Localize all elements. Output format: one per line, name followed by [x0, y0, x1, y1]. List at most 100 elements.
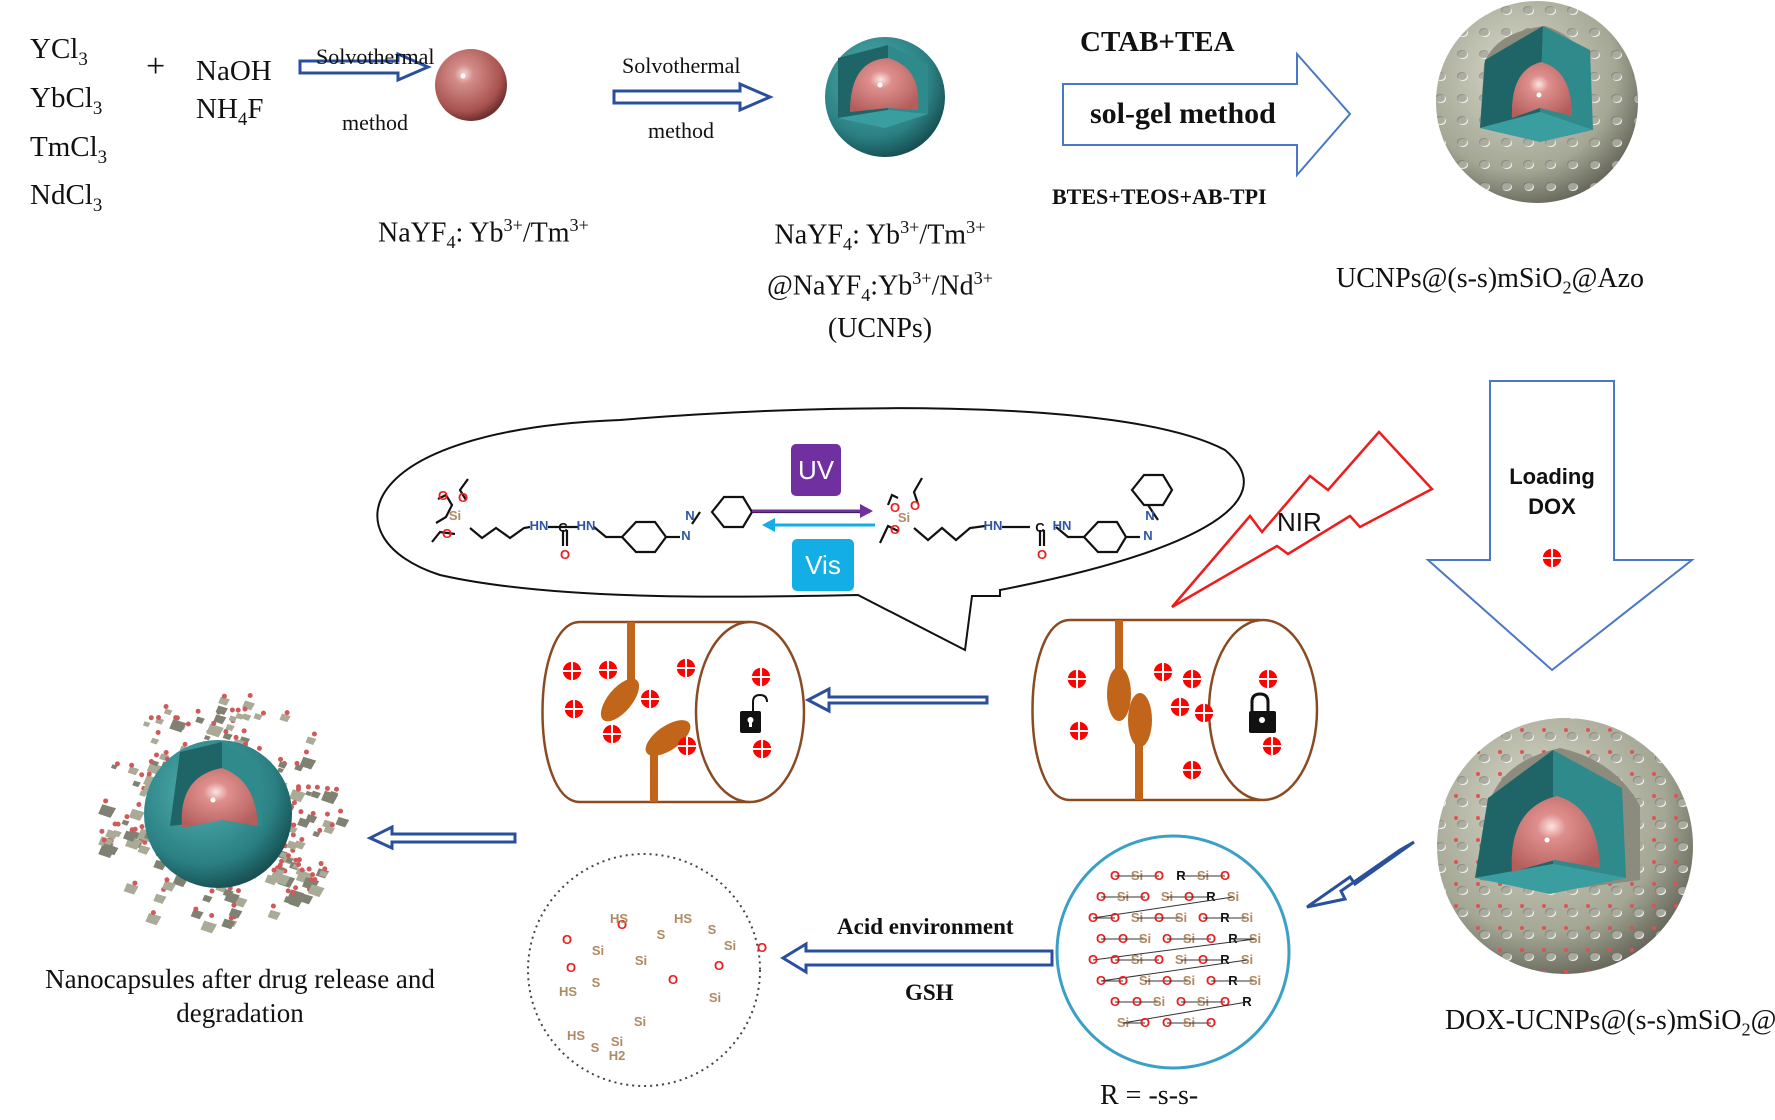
fragment-atom: Si: [634, 1014, 646, 1029]
method-label-1: method: [342, 110, 408, 135]
fragment-atom: Si: [635, 953, 647, 968]
trans-atom-n: N: [681, 528, 690, 543]
network-atom: O: [1154, 868, 1164, 883]
loading-label-line1: Loading: [1509, 464, 1595, 489]
nayf4-core-label: NaYF4: Yb3+/Tm3+: [378, 215, 589, 252]
released-dox-dot: [303, 749, 309, 755]
fragment-atom: S: [591, 1040, 600, 1055]
fragment-atom: S: [708, 922, 717, 937]
dox-molecule-icon: [1542, 548, 1562, 568]
silica-fragment: [335, 816, 350, 828]
silica-fragment: [264, 874, 279, 886]
gsh-label: GSH: [905, 980, 954, 1005]
silica-fragment: [299, 756, 317, 770]
released-dox-dot: [163, 749, 169, 755]
fragment-atom: O: [668, 972, 678, 987]
silica-fragment: [163, 708, 173, 716]
released-dox-dot: [296, 857, 302, 863]
reagent-ndcl3: NdCl3: [30, 179, 103, 217]
released-dox-dot: [101, 837, 107, 843]
silica-fragment: [98, 804, 117, 818]
released-dox-dot: [329, 822, 335, 828]
fragment-atom: O: [617, 917, 627, 932]
released-dox-dot: [153, 752, 159, 758]
silica-fragment: [215, 705, 228, 716]
released-dox-dot: [235, 888, 241, 894]
core-shell-ucnp: [825, 37, 945, 157]
degradation-trigger-arrow: [1306, 840, 1415, 909]
ucnp-label: NaYF4: Yb3+/Tm3+ @NaYF4:Yb3+/Nd3+ (UCNPs…: [730, 210, 1030, 346]
released-dox-dot: [229, 707, 235, 713]
released-dox-dot: [163, 704, 169, 710]
silica-fragment: [221, 918, 236, 930]
released-dox-dot: [260, 710, 266, 716]
silica-network-circle: [1055, 834, 1291, 1070]
fragment-atom: S: [657, 927, 666, 942]
lanthanide-reagents-list: YCl3 YbCl3 TmCl3 NdCl3: [30, 30, 107, 225]
silica-fragment: [203, 735, 211, 741]
released-dox-dot: [103, 798, 109, 804]
released-dox-dot: [324, 811, 330, 817]
reagent-tmcl3: TmCl3: [30, 130, 108, 168]
silica-fragment: [206, 723, 224, 738]
fragment-atom: HS: [674, 911, 692, 926]
released-dox-dot: [142, 839, 148, 845]
released-dox-dot: [333, 786, 339, 792]
silica-fragment: [202, 894, 213, 903]
silica-fragment: [277, 767, 284, 773]
released-dox-dot: [164, 877, 170, 883]
silica-fragment: [323, 825, 336, 835]
released-dox-dot: [235, 707, 241, 713]
silica-fragment: [279, 713, 291, 723]
silica-fragment: [225, 723, 235, 732]
network-atom: Si: [1153, 994, 1165, 1009]
released-dox-dot: [324, 785, 330, 791]
released-dox-dot: [311, 731, 317, 737]
cis-atom-o: O: [890, 522, 900, 537]
silica-fragment: [294, 764, 304, 772]
fragment-atom: Si: [724, 938, 736, 953]
reactant-naoh: NaOH: [196, 55, 272, 87]
silica-fragment: [200, 920, 218, 934]
silica-fragment: [228, 908, 243, 919]
vis-arrow: [762, 518, 875, 532]
released-dox-dot: [291, 822, 297, 828]
released-dox-dot: [139, 824, 145, 830]
released-dox-dot: [136, 802, 142, 808]
silica-fragment: [283, 896, 295, 905]
solvothermal-label-2: Solvothermal: [622, 53, 741, 78]
ucnp-silica-azo-label: UCNPs@(s-s)mSiO2@Azo: [1336, 263, 1645, 298]
trans-atom-o: O: [438, 488, 448, 503]
solvothermal-arrow-2: [612, 81, 774, 113]
released-dox-dot: [291, 890, 297, 896]
released-dox-dot: [314, 784, 320, 790]
released-dox-dot: [290, 832, 296, 838]
loading-dox-arrow: [1425, 380, 1695, 672]
network-atom: O: [1110, 910, 1120, 925]
fragment-atom: HS: [567, 1028, 585, 1043]
released-dox-dot: [295, 786, 301, 792]
released-dox-dot: [209, 888, 215, 894]
silica-fragment: [305, 736, 317, 745]
released-dox-dot: [174, 715, 180, 721]
silica-fragment: [127, 766, 140, 776]
network-atom: Si: [1241, 910, 1253, 925]
silica-fragment: [132, 780, 141, 788]
network-atom: O: [1140, 889, 1150, 904]
released-dox-dot: [294, 760, 300, 766]
released-dox-dot: [124, 814, 130, 820]
silica-fragment: [222, 888, 234, 898]
released-dox-dot: [318, 861, 324, 867]
silica-fragment: [328, 791, 339, 799]
silica-fragment: [312, 831, 321, 838]
released-dox-dot: [299, 837, 305, 843]
trans-atom-c: C: [558, 520, 568, 535]
plus-sign: +: [146, 48, 166, 85]
silica-fragment: [286, 840, 299, 850]
silica-fragment: [128, 808, 145, 821]
cis-atom-hn: HN: [984, 518, 1003, 533]
network-atom: R: [1220, 952, 1230, 967]
silica-fragment: [288, 789, 306, 803]
silica-fragment: [161, 880, 177, 892]
